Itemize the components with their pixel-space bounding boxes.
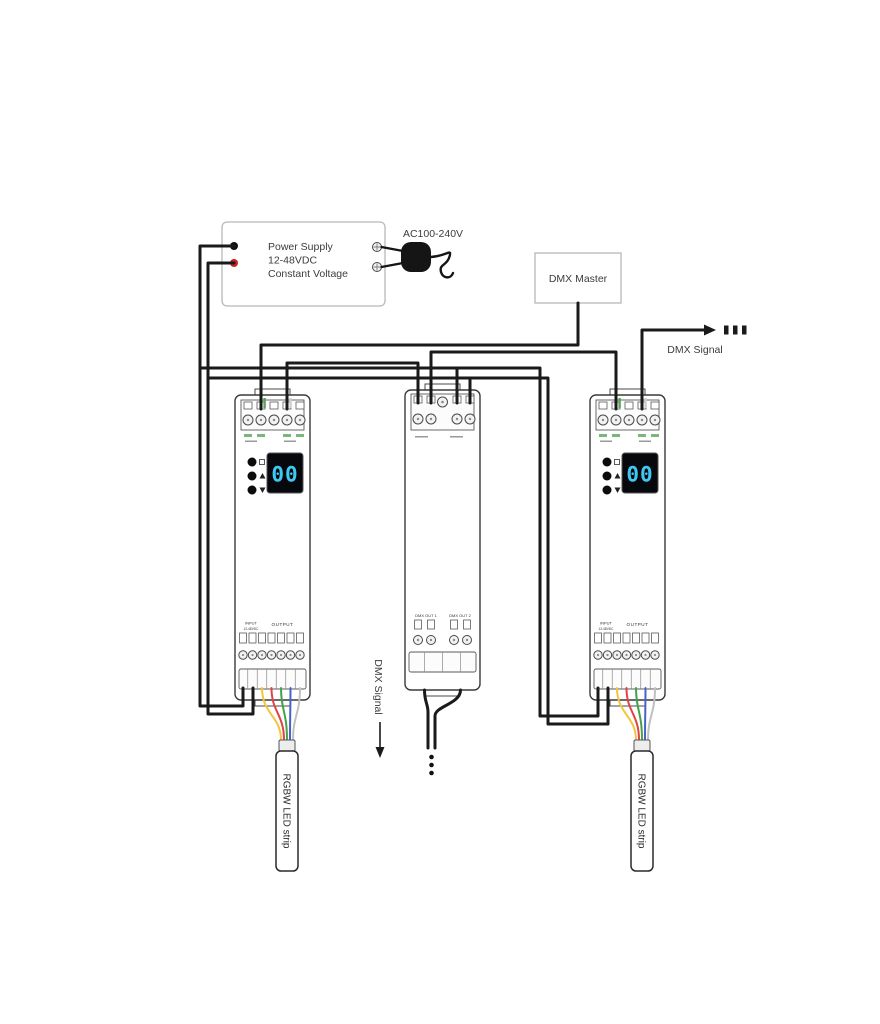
dmx-wire-master-to-decoder1 <box>259 301 580 411</box>
plug-body <box>401 242 431 272</box>
ac-terminal-n-cross <box>373 263 381 271</box>
wiring <box>198 244 706 750</box>
dmx-out1-label: DMX OUT 1 <box>415 613 437 618</box>
arrow-right-icon <box>704 324 716 336</box>
continuation-dot-1 <box>429 754 434 760</box>
continuation-dash-1 <box>724 325 729 335</box>
power-supply-type: Constant Voltage <box>268 268 348 280</box>
dmx-wire-decoder1-to-splitter <box>285 361 420 411</box>
dmx-wire-splitter-to-decoder2 <box>429 350 618 411</box>
ac-plug: AC100-240V <box>380 228 463 279</box>
dmx-master: DMX Master <box>534 252 622 304</box>
power-wire-positive <box>206 261 255 716</box>
continuation-dash-2 <box>733 325 738 335</box>
dmx-splitter: DMX OUT 1 DMX OUT 2 <box>404 383 481 697</box>
dmx-signal-label-top: DMX Signal <box>667 344 722 356</box>
plug-prong-2 <box>380 261 405 269</box>
plug-cord <box>429 251 455 279</box>
dmx-signal-down: DMX Signal <box>372 659 434 776</box>
ac-voltage-label: AC100-240V <box>403 228 463 240</box>
power-wire-negative <box>198 244 245 708</box>
continuation-dot-2 <box>429 762 434 768</box>
plug-prong-1 <box>380 245 405 253</box>
continuation-dot-3 <box>429 770 434 776</box>
power-branch-positive <box>206 376 610 726</box>
dmx-master-label: DMX Master <box>549 273 608 285</box>
led-strip-right <box>616 687 656 872</box>
dmx-out2-cable <box>433 688 462 750</box>
dmx-decoder-right <box>589 388 666 707</box>
power-supply-title: Power Supply <box>268 241 334 253</box>
dmx-out1-cable <box>423 688 430 750</box>
continuation-dash-3 <box>742 325 747 335</box>
led-strip-left <box>261 687 301 872</box>
ac-terminal-l-cross <box>373 243 381 251</box>
dmx-decoder-left <box>234 388 311 707</box>
splitter-body <box>404 389 481 691</box>
splitter-bottom-terminal-block: DMX OUT 1 DMX OUT 2 <box>408 613 477 673</box>
dmx-wire-daisy-out <box>640 328 706 411</box>
power-supply: Power Supply 12-48VDC Constant Voltage <box>221 221 386 307</box>
power-branch-negative <box>198 366 600 718</box>
arrow-down-icon <box>375 747 385 758</box>
dmx-master-box <box>534 252 622 304</box>
mounting-tab-bottom <box>424 689 461 697</box>
dmx-out2-label: DMX OUT 2 <box>449 613 471 618</box>
dmx-signal-label-mid: DMX Signal <box>372 659 384 714</box>
dmx-signal-out: DMX Signal <box>667 324 747 356</box>
power-supply-voltage: 12-48VDC <box>268 255 317 267</box>
